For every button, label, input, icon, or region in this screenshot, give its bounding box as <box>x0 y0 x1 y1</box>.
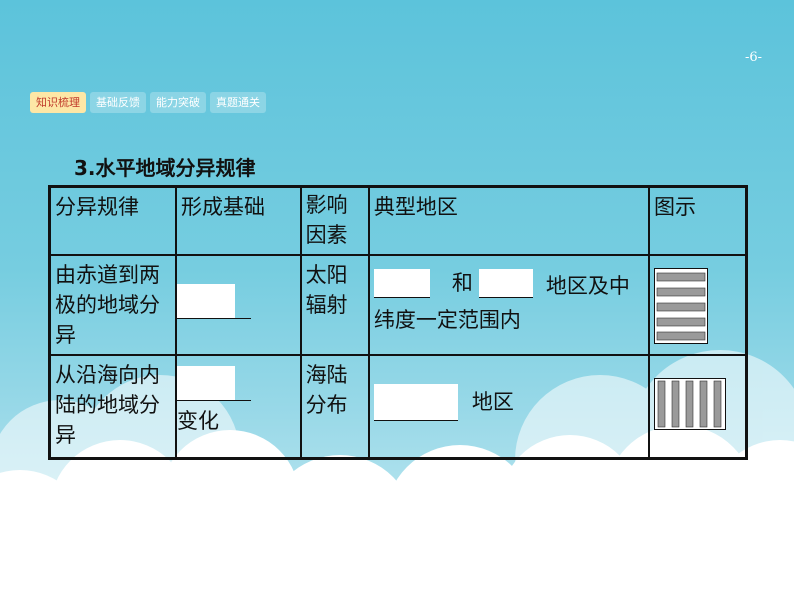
factor-cell: 太阳辐射 <box>299 254 370 356</box>
basis-cell <box>175 254 302 356</box>
region-text: 地区 <box>471 390 514 414</box>
region-text: 地区及中纬度一定范围内 <box>373 274 630 332</box>
diagram-cell <box>648 254 748 356</box>
tab-basic-feedback[interactable]: 基础反馈 <box>90 92 146 113</box>
answer-blank[interactable] <box>177 366 252 401</box>
answer-blank[interactable] <box>373 269 430 298</box>
answer-blank[interactable] <box>177 284 252 319</box>
rule-cell: 从沿海向内陆的地域分异 <box>48 354 178 459</box>
tab-bar: 知识梳理 基础反馈 能力突破 真题通关 <box>30 92 266 113</box>
region-line-1: 和 <box>373 268 551 298</box>
horizontal-stripes-diagram <box>654 268 709 344</box>
table-header-row: 分异规律 形成基础 影响因素 典型地区 图示 <box>48 185 748 256</box>
header-basis: 形成基础 <box>175 185 302 256</box>
diagram-cell <box>648 354 748 459</box>
table-row: 从沿海向内陆的地域分异 变化 海陆分布 地区 <box>48 354 748 459</box>
factor-cell: 海陆分布 <box>299 354 370 459</box>
page-number: -6- <box>744 50 762 65</box>
tab-knowledge-review[interactable]: 知识梳理 <box>30 92 86 113</box>
region-line-1: 地区 <box>373 380 514 421</box>
header-factor: 影响因素 <box>299 185 370 256</box>
header-region: 典型地区 <box>367 185 651 256</box>
basis-suffix: 变化 <box>177 409 220 433</box>
region-cell: 和 地区及中纬度一定范围内 <box>367 254 651 356</box>
table-row: 由赤道到两极的地域分异 太阳辐射 和 地区及中纬度一定范围内 <box>48 254 748 356</box>
header-diagram: 图示 <box>648 185 748 256</box>
section-heading: 3.水平地域分异规律 <box>74 156 256 180</box>
region-connector: 和 <box>451 271 473 295</box>
tab-exam-questions[interactable]: 真题通关 <box>210 92 266 113</box>
tab-ability-breakthrough[interactable]: 能力突破 <box>150 92 206 113</box>
rule-cell: 由赤道到两极的地域分异 <box>48 254 178 356</box>
answer-blank[interactable] <box>373 384 458 421</box>
blank-box <box>177 284 236 318</box>
answer-blank[interactable] <box>478 269 533 298</box>
vertical-stripes-diagram <box>654 378 727 430</box>
differentiation-table: 分异规律 形成基础 影响因素 典型地区 图示 由赤道到两极的地域分异 太阳辐射 … <box>48 185 748 460</box>
blank-box <box>177 366 236 400</box>
header-rule: 分异规律 <box>48 185 178 256</box>
basis-cell: 变化 <box>175 354 302 459</box>
region-cell: 地区 <box>367 354 651 459</box>
